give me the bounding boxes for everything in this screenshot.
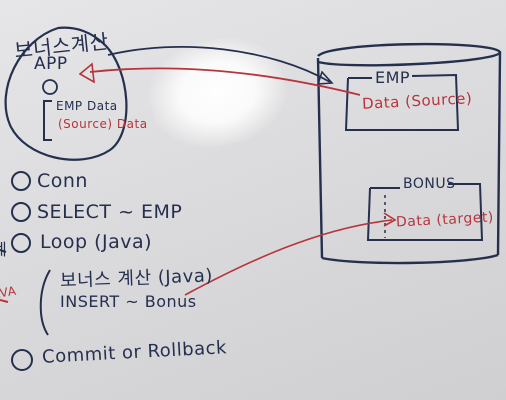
app-step-marker: ② bbox=[44, 79, 54, 92]
emp-to-app-red-arrowhead bbox=[78, 62, 95, 84]
step-4-marker: ④ bbox=[13, 349, 30, 370]
database-cylinder-right bbox=[496, 51, 502, 256]
app-step-circle bbox=[42, 79, 58, 95]
insert-to-bonus-red-arrow bbox=[184, 219, 393, 296]
left-edge-mark-top bbox=[0, 249, 7, 253]
emp-data-label: EMP Data bbox=[56, 99, 118, 113]
emp-data-bracket bbox=[43, 100, 52, 141]
app-to-db-arrowhead bbox=[316, 70, 334, 85]
step-2-text: SELECT ~ EMP bbox=[37, 201, 183, 223]
app-title-app: APP bbox=[34, 54, 68, 74]
step3-circle bbox=[11, 233, 31, 253]
step-1-marker: ① bbox=[13, 170, 30, 191]
database-cylinder-bottom bbox=[321, 253, 499, 265]
insert-to-bonus-red-arrowhead bbox=[383, 212, 397, 227]
source-data-label: (Source) Data bbox=[58, 117, 148, 131]
step1-circle bbox=[11, 171, 31, 191]
step-3-text: Loop (Java) bbox=[40, 231, 153, 253]
bonus-table-name: BONUS bbox=[403, 176, 456, 192]
left-edge-fragment-top: 계 bbox=[0, 236, 7, 260]
emp-to-app-red-arrow bbox=[89, 67, 361, 96]
step-3b-text: INSERT ~ Bonus bbox=[60, 292, 197, 311]
step-3-marker: ③ bbox=[13, 232, 30, 253]
step-3a-text: 보너스 계산 (Java) bbox=[59, 265, 214, 292]
step2-circle bbox=[11, 202, 31, 222]
app-ellipse bbox=[4, 26, 128, 161]
loop-bracket bbox=[39, 269, 51, 336]
step4-circle bbox=[11, 349, 33, 371]
emp-table-box bbox=[344, 73, 460, 131]
app-to-db-arrow bbox=[107, 45, 331, 83]
left-edge-mark-bottom bbox=[0, 299, 9, 303]
step-2-marker: ② bbox=[13, 201, 30, 222]
database-cylinder-left bbox=[316, 57, 324, 259]
database-cylinder-top bbox=[317, 42, 502, 67]
emp-table-name: EMP bbox=[375, 68, 411, 87]
step-1-text: Conn bbox=[37, 170, 88, 192]
